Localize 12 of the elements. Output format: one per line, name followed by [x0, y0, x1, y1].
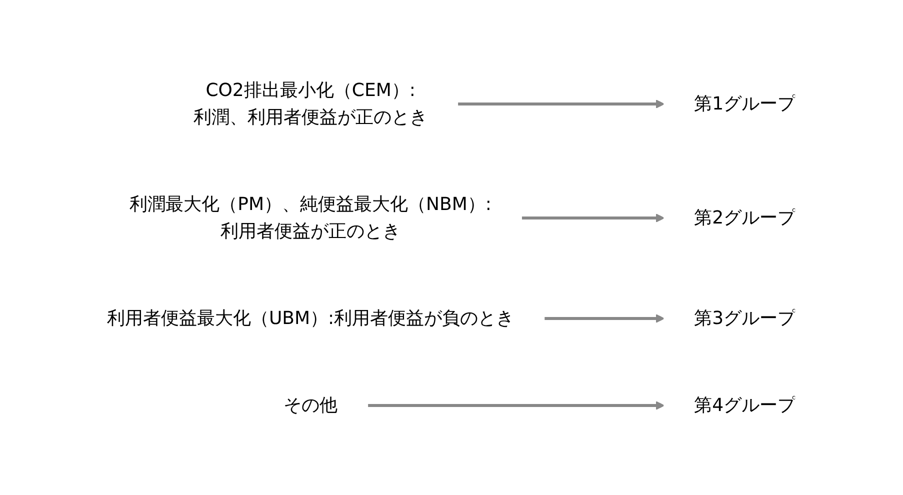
node-text: その他 — [284, 394, 338, 416]
node-text: 第3グループ — [694, 308, 796, 328]
arrow — [368, 400, 665, 410]
arrow — [458, 99, 665, 108]
node-text: 第1グループ — [694, 93, 796, 114]
node-text: CO2排出最小化（CEM）: 利潤、利用者便益が正のとき — [194, 80, 428, 128]
node-text: 第4グループ — [694, 394, 796, 416]
arrow — [522, 213, 665, 222]
node-text: 利用者便益最大化（UBM）:利用者便益が負のとき — [107, 308, 514, 328]
node-text: 利潤最大化（PM）、純便益最大化（NBM）: 利用者便益が正のとき — [130, 194, 492, 242]
node-text: 第2グループ — [694, 207, 796, 228]
arrow — [544, 314, 665, 322]
